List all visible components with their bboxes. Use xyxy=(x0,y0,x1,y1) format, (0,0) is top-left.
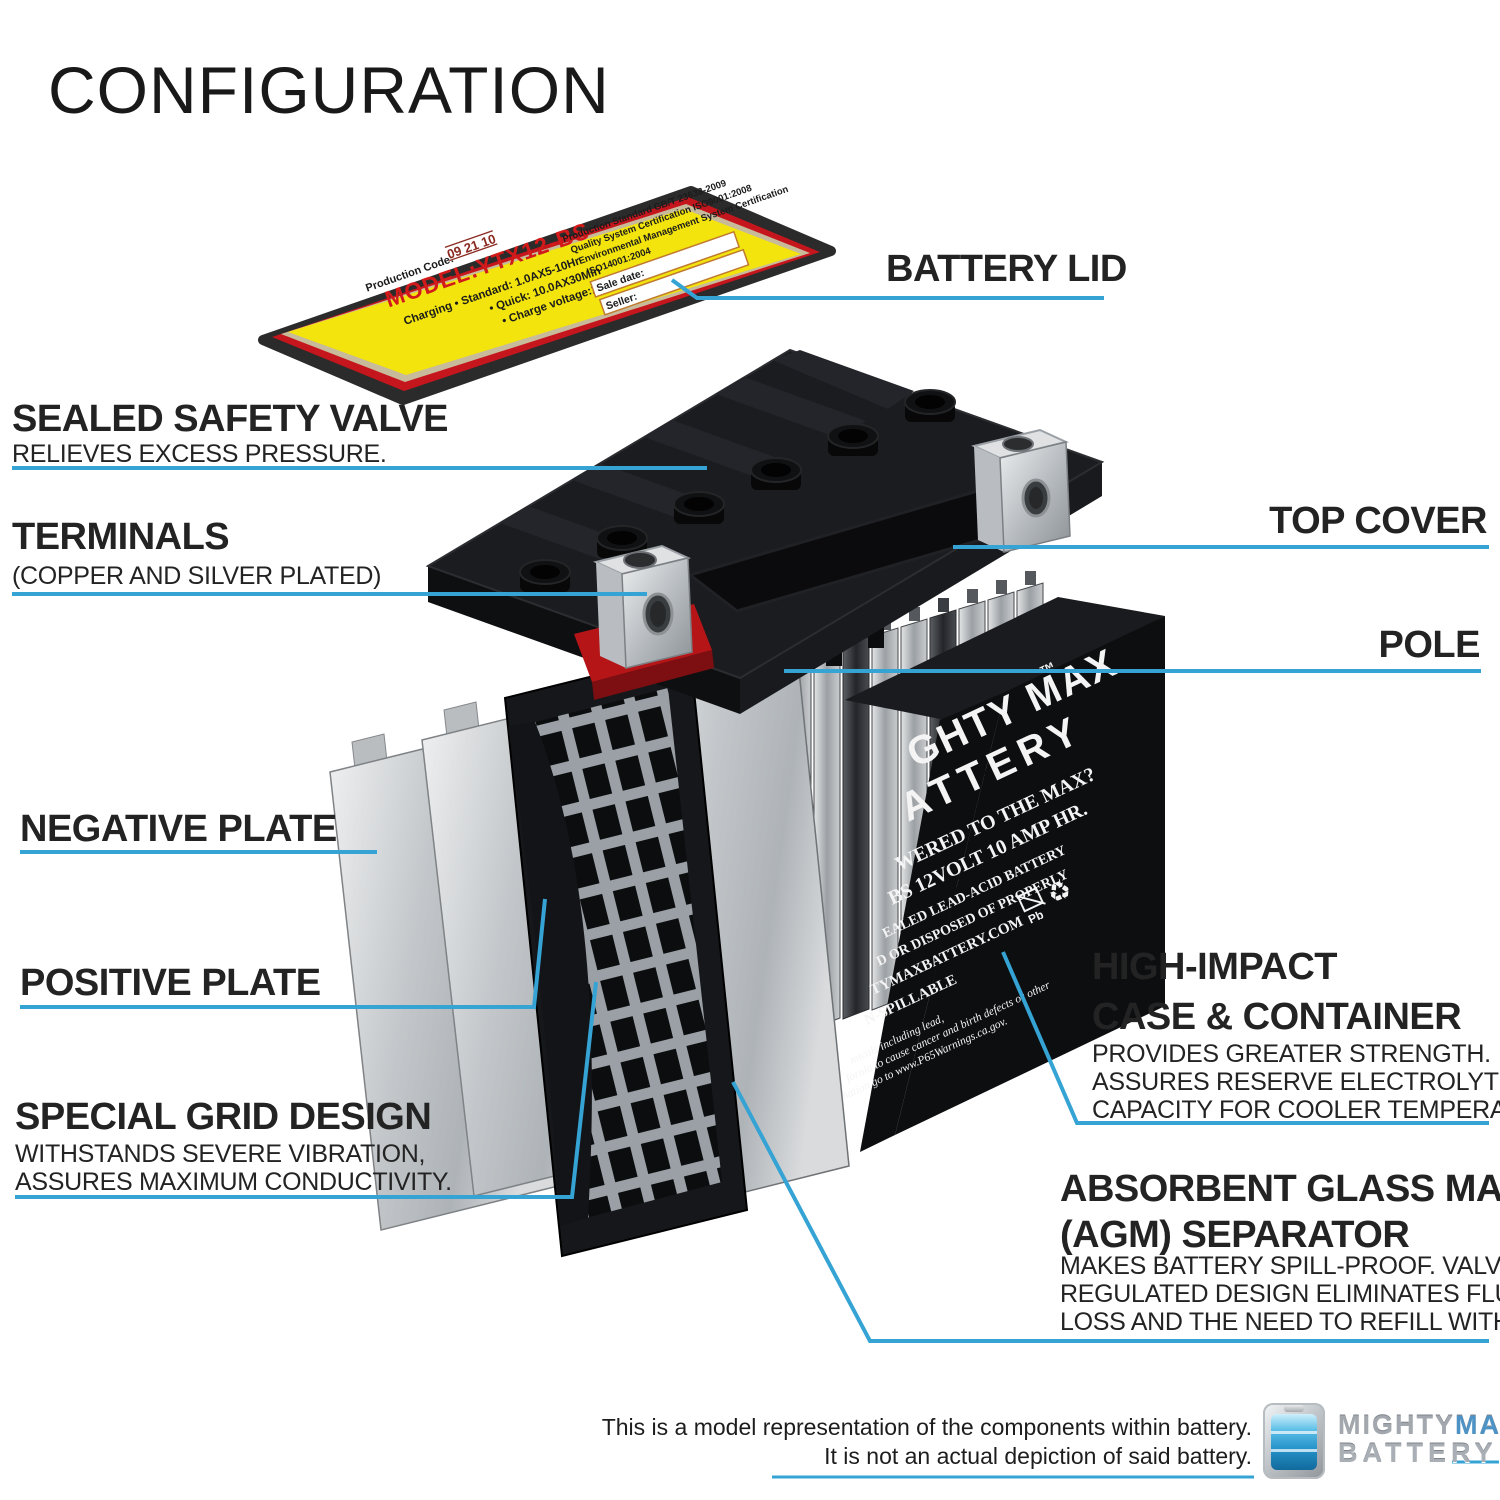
page-title: CONFIGURATION xyxy=(48,53,610,127)
callout-special-grid-desc2: ASSURES MAXIMUM CONDUCTIVITY. xyxy=(15,1168,452,1196)
battery-lid-label-panel: Production Code: 09 21 10 MODEL:YTX12-BS… xyxy=(258,178,836,405)
callout-high-impact-line1: HIGH-IMPACT xyxy=(1092,946,1338,988)
callout-agm-desc3: LOSS AND THE NEED TO REFILL WITH ACID. xyxy=(1060,1308,1500,1336)
callout-lines xyxy=(12,278,1499,1479)
pb-symbol: Pb xyxy=(1026,907,1046,926)
callout-top-cover: TOP COVER xyxy=(1269,500,1487,542)
callout-line-battery-lid xyxy=(670,278,1104,300)
logo-wordmark-line2: BATTERY xyxy=(1338,1438,1498,1468)
label-sale-date-field xyxy=(589,230,741,298)
callout-pole: POLE xyxy=(1378,624,1481,666)
battery-icon-cells xyxy=(1271,1414,1317,1470)
disclaimer: This is a model representation of the co… xyxy=(600,1413,1252,1471)
callout-high-impact-desc2: ASSURES RESERVE ELECTROLYTE xyxy=(1092,1068,1500,1096)
battery-case-top-face xyxy=(845,597,1165,722)
callout-negative-plate: NEGATIVE PLATE xyxy=(20,808,337,850)
callout-high-impact-line2: CASE & CONTAINER xyxy=(1092,996,1462,1038)
callout-agm-desc1: MAKES BATTERY SPILL-PROOF. VALVE xyxy=(1060,1252,1500,1280)
pb-bin-icon xyxy=(1016,886,1045,913)
disclaimer-line2: It is not an actual depiction of said ba… xyxy=(824,1443,1252,1469)
callout-high-impact-desc1: PROVIDES GREATER STRENGTH. xyxy=(1092,1040,1491,1068)
battery-case-front-face-left xyxy=(860,692,1005,1152)
logo-max-text: MAX xyxy=(1455,1410,1500,1440)
callout-agm-line1: ABSORBENT GLASS MAT xyxy=(1060,1168,1500,1210)
battery-case-front-face xyxy=(895,616,1165,1135)
logo-wordmark-line1: MIGHTYMAX xyxy=(1338,1410,1500,1441)
callout-positive-plate: POSITIVE PLATE xyxy=(20,962,321,1004)
callout-sealed-safety-valve-desc: RELIEVES EXCESS PRESSURE. xyxy=(12,440,387,468)
battery-icon-cap xyxy=(1284,1405,1304,1412)
positive-grid-plate xyxy=(503,632,749,1258)
callout-sealed-safety-valve: SEALED SAFETY VALVE xyxy=(12,398,449,440)
callout-agm-line2: (AGM) SEPARATOR xyxy=(1060,1214,1410,1256)
mighty-max-battery-icon xyxy=(1263,1403,1325,1479)
callout-terminals-desc: (COPPER AND SILVER PLATED) xyxy=(12,562,382,590)
callout-line-positive-plate xyxy=(20,898,547,1009)
terminal-left xyxy=(574,544,714,700)
logo-mighty-text: MIGHTY xyxy=(1338,1410,1455,1440)
terminal-right xyxy=(970,428,1071,553)
callout-battery-lid: BATTERY LID xyxy=(886,248,1127,290)
callout-line-high-impact xyxy=(1001,951,1489,1125)
callout-special-grid: SPECIAL GRID DESIGN xyxy=(15,1096,432,1138)
callout-special-grid-desc1: WITHSTANDS SEVERE VIBRATION, xyxy=(15,1140,426,1168)
callout-terminals: TERMINALS xyxy=(12,516,230,558)
battery-icon-separator xyxy=(1271,1449,1317,1452)
disclaimer-line1: This is a model representation of the co… xyxy=(601,1414,1252,1440)
callout-agm-desc2: REGULATED DESIGN ELIMINATES FLUID xyxy=(1060,1280,1500,1308)
callout-line-special-grid xyxy=(15,981,598,1199)
battery-icon-separator xyxy=(1271,1431,1317,1434)
callout-high-impact-desc3: CAPACITY FOR COOLER TEMPERATURES. xyxy=(1092,1096,1500,1124)
callout-line-agm xyxy=(731,1081,1489,1343)
